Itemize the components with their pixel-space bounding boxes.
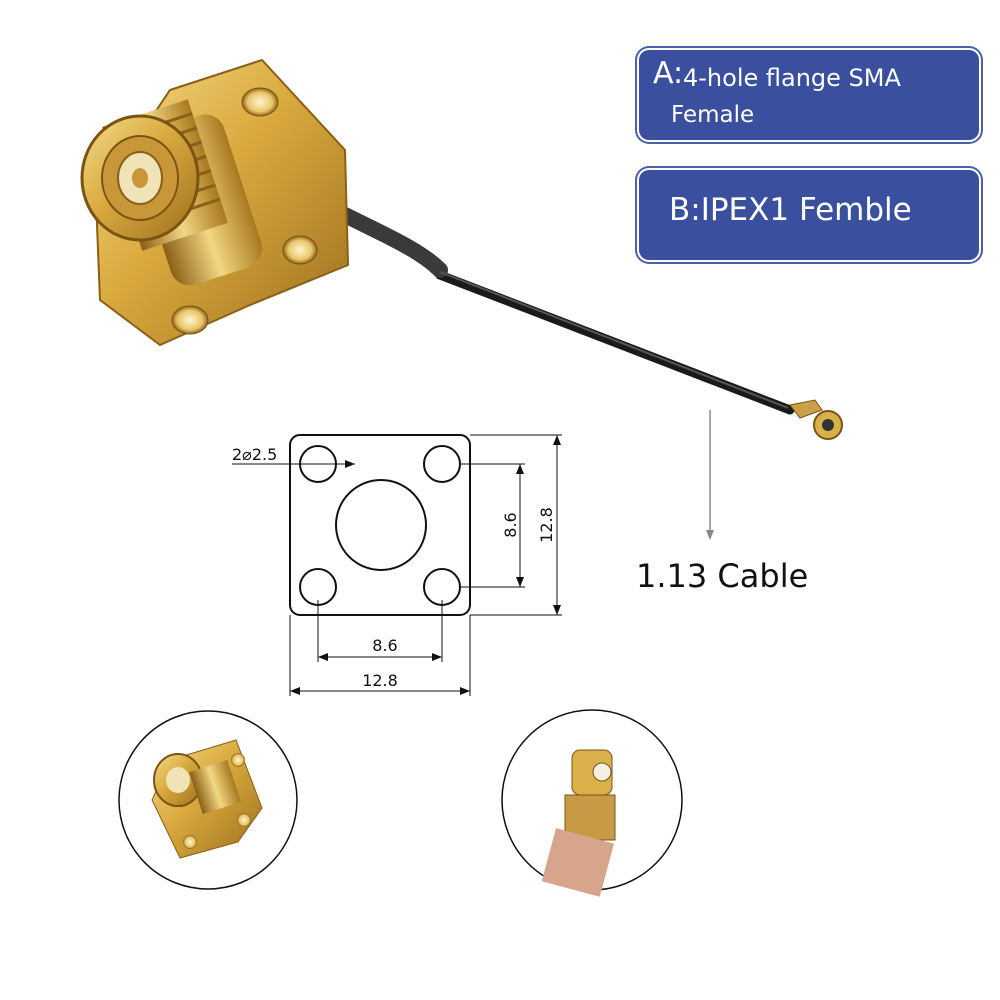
width-horizontal-label: 12.8 bbox=[362, 671, 398, 690]
hole-spacing-vertical-label: 8.6 bbox=[501, 512, 520, 537]
cable-arrow bbox=[706, 410, 714, 540]
hole-spec-label: 2⌀2.5 bbox=[232, 445, 277, 464]
dimension-drawing: 2⌀2.5 8.6 12.8 8.6 12.8 bbox=[232, 434, 562, 696]
label-a-line2: Female bbox=[671, 102, 755, 128]
label-a-line1: 4-hole flange SMA bbox=[683, 64, 901, 92]
inset-sma-detail bbox=[118, 710, 298, 890]
label-b-box: B:IPEX1 Femble bbox=[639, 170, 979, 260]
label-b-text: B:IPEX1 Femble bbox=[669, 192, 912, 228]
sma-flange-connector bbox=[80, 58, 350, 347]
inset-ipex-detail bbox=[501, 709, 683, 897]
ipex-connector bbox=[789, 399, 843, 440]
label-a-box: A: 4-hole flange SMA Female bbox=[639, 50, 979, 140]
hole-spacing-horizontal-label: 8.6 bbox=[372, 636, 397, 655]
cable bbox=[335, 207, 795, 415]
width-vertical-label: 12.8 bbox=[537, 507, 556, 543]
label-a-letter: A: bbox=[653, 56, 684, 91]
cable-label: 1.13 Cable bbox=[636, 557, 809, 595]
